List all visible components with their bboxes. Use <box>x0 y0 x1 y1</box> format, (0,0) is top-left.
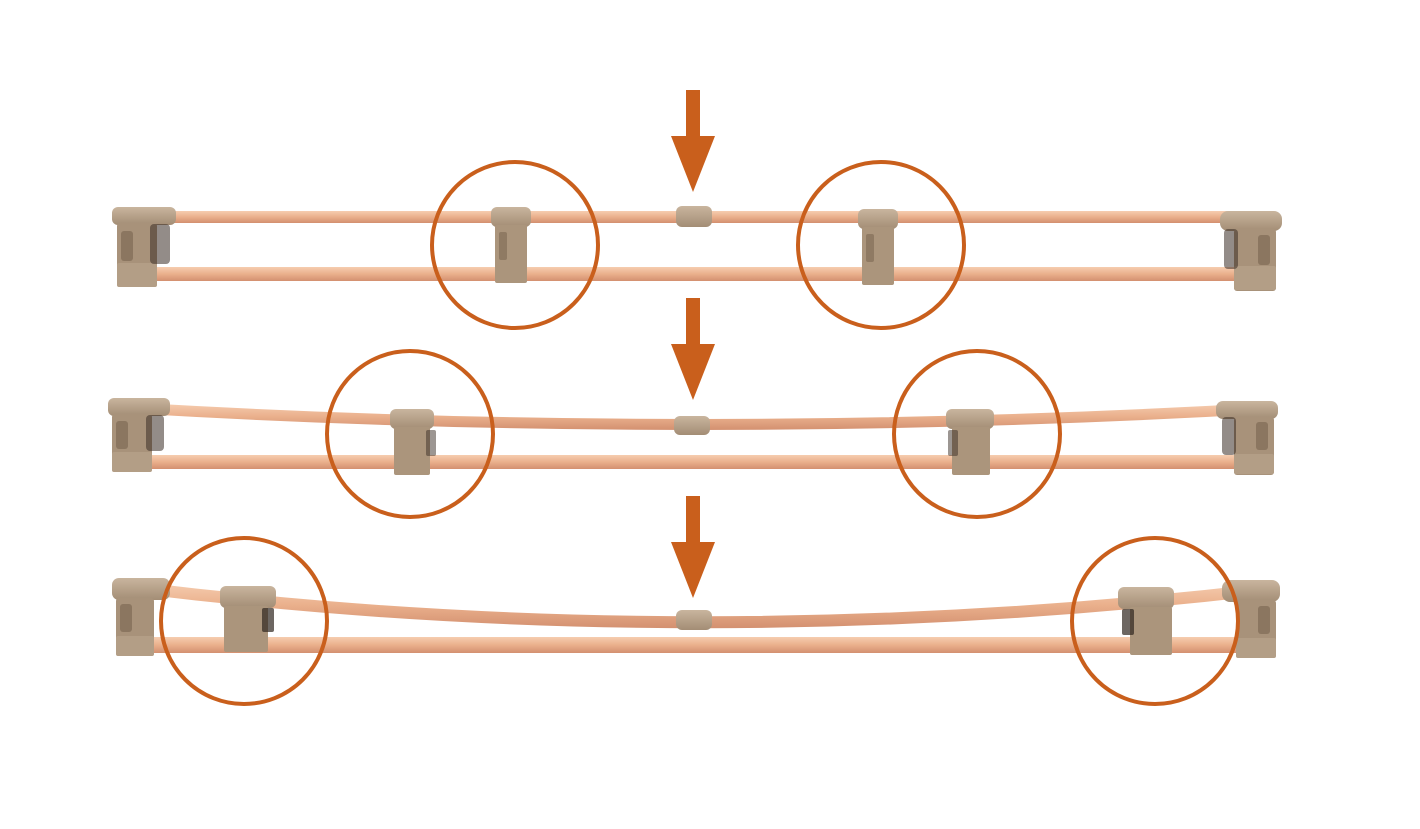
left-slider <box>220 586 276 652</box>
down-arrow-icon <box>671 298 715 400</box>
center-connector <box>676 610 712 630</box>
left-slider <box>390 409 436 475</box>
stage-2 <box>108 298 1278 519</box>
stage-3 <box>112 496 1280 706</box>
center-connector <box>676 206 712 227</box>
right-end-holder <box>1222 580 1280 658</box>
center-connector <box>674 416 710 435</box>
highlight-circle-icon <box>430 160 600 330</box>
down-arrow-icon <box>671 496 715 598</box>
right-slider <box>858 209 898 285</box>
lower-slat <box>150 637 1262 653</box>
right-end-holder <box>1220 211 1282 291</box>
right-slider <box>946 409 994 475</box>
right-slider <box>1118 587 1174 655</box>
right-end-holder <box>1216 401 1278 475</box>
highlight-circle-icon <box>796 160 966 330</box>
highlight-circle-icon <box>159 536 329 706</box>
upper-slat <box>140 582 1268 629</box>
stage-1 <box>112 90 1282 330</box>
lower-slat <box>148 455 1260 469</box>
left-end-holder <box>108 398 170 472</box>
highlight-circle-icon <box>1070 536 1240 706</box>
left-slider <box>491 207 531 283</box>
highlight-circle-icon <box>325 349 495 519</box>
left-end-holder <box>112 207 176 287</box>
left-end-holder <box>112 578 170 656</box>
highlight-circle-icon <box>892 349 1062 519</box>
down-arrow-icon <box>671 90 715 192</box>
lower-slat <box>150 267 1265 281</box>
